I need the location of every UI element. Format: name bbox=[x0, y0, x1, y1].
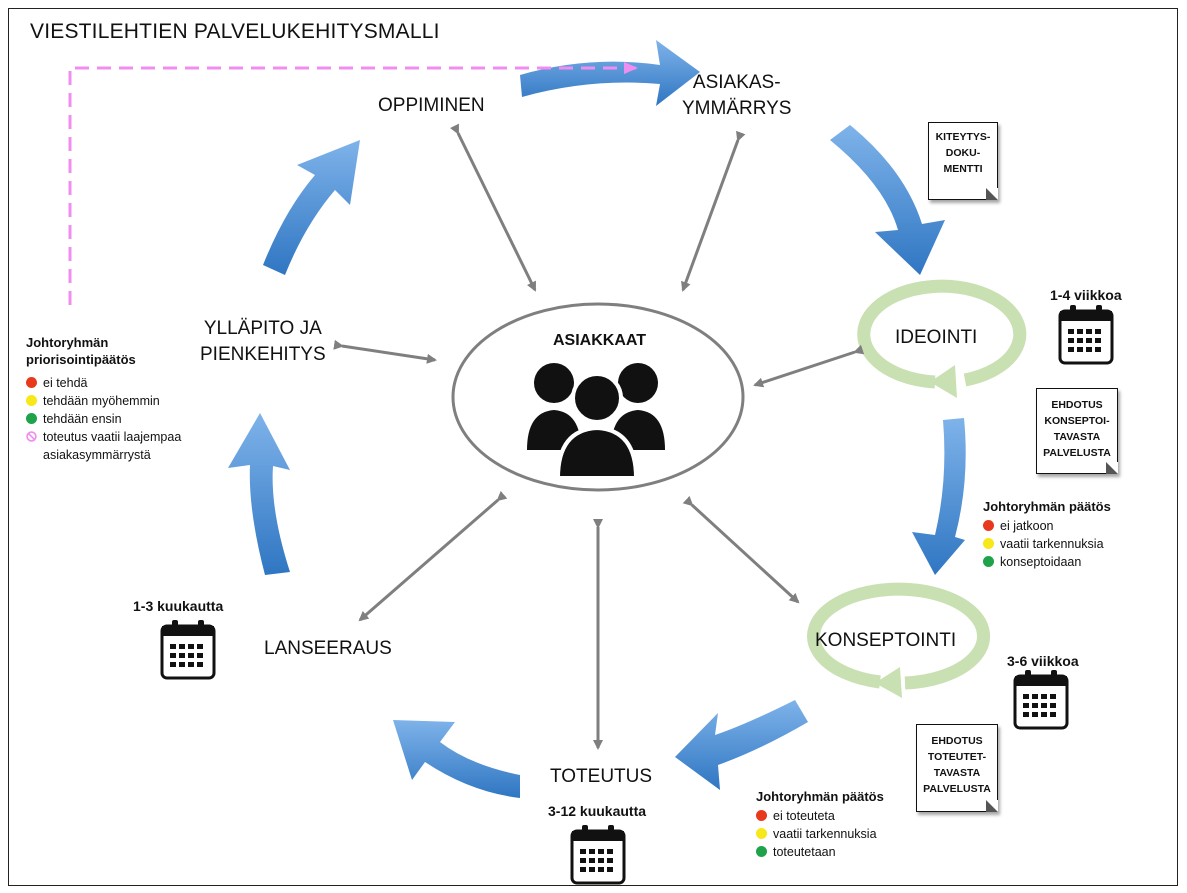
stage-asiakasymmarrys-line2: YMMÄRRYS bbox=[682, 98, 792, 119]
arrow-ideointi-to-konseptointi bbox=[912, 418, 966, 575]
legend-item-label: ei jatkoon bbox=[1000, 519, 1054, 533]
calendar-icon bbox=[1013, 670, 1069, 730]
prohibited-icon bbox=[26, 431, 37, 442]
yellow-dot-icon bbox=[983, 538, 994, 549]
doc-line: MENTTI bbox=[943, 163, 983, 175]
legend-item: tehdään myöhemmin bbox=[26, 392, 181, 410]
stage-asiakasymmarrys-line1: ASIAKAS- bbox=[692, 72, 781, 93]
page-fold bbox=[986, 188, 998, 200]
stage-toteutus: TOTEUTUS bbox=[550, 766, 653, 787]
document-kiteytysdokumentti: KITEYTYS- DOKU- MENTTI bbox=[928, 122, 998, 200]
legend-item: ei tehdä bbox=[26, 374, 181, 392]
connector-asiakasymmarrys bbox=[681, 130, 746, 292]
arrow-oppiminen-to-asiakasymmarrys bbox=[520, 40, 700, 106]
ideointi-loop-arrowhead bbox=[930, 365, 957, 398]
legend-item: ei toteuteta bbox=[756, 807, 884, 825]
doc-line: DOKU- bbox=[945, 147, 981, 159]
arrow-lanseeraus-to-yllapito bbox=[228, 413, 290, 575]
legend-item-label: tehdään myöhemmin bbox=[43, 394, 160, 408]
green-dot-icon bbox=[756, 846, 767, 857]
page-fold bbox=[1106, 462, 1118, 474]
legend-title-line1: Johtoryhmän bbox=[26, 335, 109, 350]
stage-asiakasymmarrys: ASIAKAS- YMMÄRRYS bbox=[682, 70, 791, 122]
page-fold bbox=[986, 800, 998, 812]
ideointi-loop-arrow bbox=[857, 279, 1027, 389]
stage-yllapito-line1: YLLÄPITO JA bbox=[203, 318, 322, 339]
legend-extra-line2: asiakasymmärrystä bbox=[43, 448, 151, 462]
legend-item: tehdään ensin bbox=[26, 410, 181, 428]
konseptointi-loop-arrowhead bbox=[875, 667, 902, 698]
connector-oppiminen bbox=[449, 123, 537, 292]
red-dot-icon bbox=[983, 520, 994, 531]
users-group-icon bbox=[527, 363, 665, 480]
calendar-icon bbox=[570, 825, 626, 885]
arrow-yllapito-to-oppiminen bbox=[263, 140, 360, 275]
document-ehdotus-konseptoitavasta: EHDOTUS KONSEPTOI- TAVASTA PALVELUSTA bbox=[1036, 388, 1118, 474]
stage-ideointi: IDEOINTI bbox=[895, 327, 978, 348]
doc-line: TOTEUTET- bbox=[927, 751, 987, 763]
doc-line: EHDOTUS bbox=[931, 735, 983, 747]
stage-oppiminen: OPPIMINEN bbox=[378, 95, 485, 116]
connector-ideointi bbox=[753, 344, 865, 388]
doc-line: TAVASTA bbox=[933, 767, 981, 779]
document-ehdotus-toteutettavasta: EHDOTUS TOTEUTET- TAVASTA PALVELUSTA bbox=[916, 724, 998, 812]
legend-title: Johtoryhmän päätös bbox=[983, 499, 1111, 514]
legend-item: toteutetaan bbox=[756, 843, 884, 861]
yellow-dot-icon bbox=[26, 395, 37, 406]
feedback-dashed-line bbox=[68, 62, 638, 305]
legend-item-label: vaatii tarkennuksia bbox=[773, 827, 877, 841]
doc-line: TAVASTA bbox=[1053, 431, 1101, 443]
connector-lanseeraus bbox=[358, 490, 508, 622]
center-label: ASIAKKAAT bbox=[553, 332, 647, 349]
legend-item-label: ei tehdä bbox=[43, 376, 88, 390]
legend-item: konseptoidaan bbox=[983, 553, 1111, 571]
stage-lanseeraus: LANSEERAUS bbox=[264, 638, 392, 659]
doc-line: KITEYTYS- bbox=[935, 131, 991, 143]
arrow-konseptointi-to-toteutus bbox=[675, 700, 808, 790]
legend-item-label: toteutus vaatii laajempaa asiakasymmärry… bbox=[43, 428, 181, 464]
legend-item-label: ei toteuteta bbox=[773, 809, 835, 823]
legend-title-line2: priorisointipäätös bbox=[26, 352, 136, 367]
green-dot-icon bbox=[983, 556, 994, 567]
calendar-icon bbox=[1058, 305, 1114, 365]
calendar-icon bbox=[160, 620, 216, 680]
duration-konseptointi: 3-6 viikkoa bbox=[1007, 653, 1079, 669]
stage-konseptointi: KONSEPTOINTI bbox=[815, 630, 957, 651]
red-dot-icon bbox=[756, 810, 767, 821]
arrow-toteutus-to-lanseeraus bbox=[393, 720, 520, 798]
duration-toteutus: 3-12 kuukautta bbox=[548, 803, 647, 819]
konseptointi-loop-arrow bbox=[807, 582, 991, 690]
legend-item: vaatii tarkennuksia bbox=[756, 825, 884, 843]
legend-item: ei jatkoon bbox=[983, 517, 1111, 535]
connector-konseptointi bbox=[682, 495, 800, 604]
legend-konseptointi-paatos: Johtoryhmän päätös ei toteuteta vaatii t… bbox=[756, 788, 884, 861]
yellow-dot-icon bbox=[756, 828, 767, 839]
connector-yllapito bbox=[333, 339, 437, 364]
legend-item-label: tehdään ensin bbox=[43, 412, 122, 426]
legend-ideointi-paatos: Johtoryhmän päätös ei jatkoon vaatii tar… bbox=[983, 498, 1111, 571]
diagram-frame bbox=[8, 8, 1178, 886]
legend-item-label: vaatii tarkennuksia bbox=[1000, 537, 1104, 551]
green-dot-icon bbox=[26, 413, 37, 424]
legend-title: Johtoryhmän päätös bbox=[756, 789, 884, 804]
doc-line: PALVELUSTA bbox=[923, 783, 991, 795]
stage-yllapito-line2: PIENKEHITYS bbox=[200, 344, 326, 365]
legend-item-label: toteutetaan bbox=[773, 845, 836, 859]
duration-lanseeraus: 1-3 kuukautta bbox=[133, 598, 224, 614]
doc-line: PALVELUSTA bbox=[1043, 447, 1111, 459]
legend-item: vaatii tarkennuksia bbox=[983, 535, 1111, 553]
diagram-title: VIESTILEHTIEN PALVELUKEHITYSMALLI bbox=[30, 20, 440, 43]
doc-line: EHDOTUS bbox=[1051, 399, 1103, 411]
doc-line: KONSEPTOI- bbox=[1044, 415, 1110, 427]
legend-item: toteutus vaatii laajempaa asiakasymmärry… bbox=[26, 428, 181, 464]
legend-item-label: konseptoidaan bbox=[1000, 555, 1082, 569]
stage-yllapito: YLLÄPITO JA PIENKEHITYS bbox=[200, 316, 326, 368]
red-dot-icon bbox=[26, 377, 37, 388]
arrow-asiakasymmarrys-to-ideointi bbox=[830, 125, 945, 275]
duration-ideointi: 1-4 viikkoa bbox=[1050, 287, 1122, 303]
legend-priorisointipaatos: Johtoryhmän priorisointipäätös ei tehdä … bbox=[26, 334, 181, 464]
legend-extra-line1: toteutus vaatii laajempaa bbox=[43, 430, 182, 444]
